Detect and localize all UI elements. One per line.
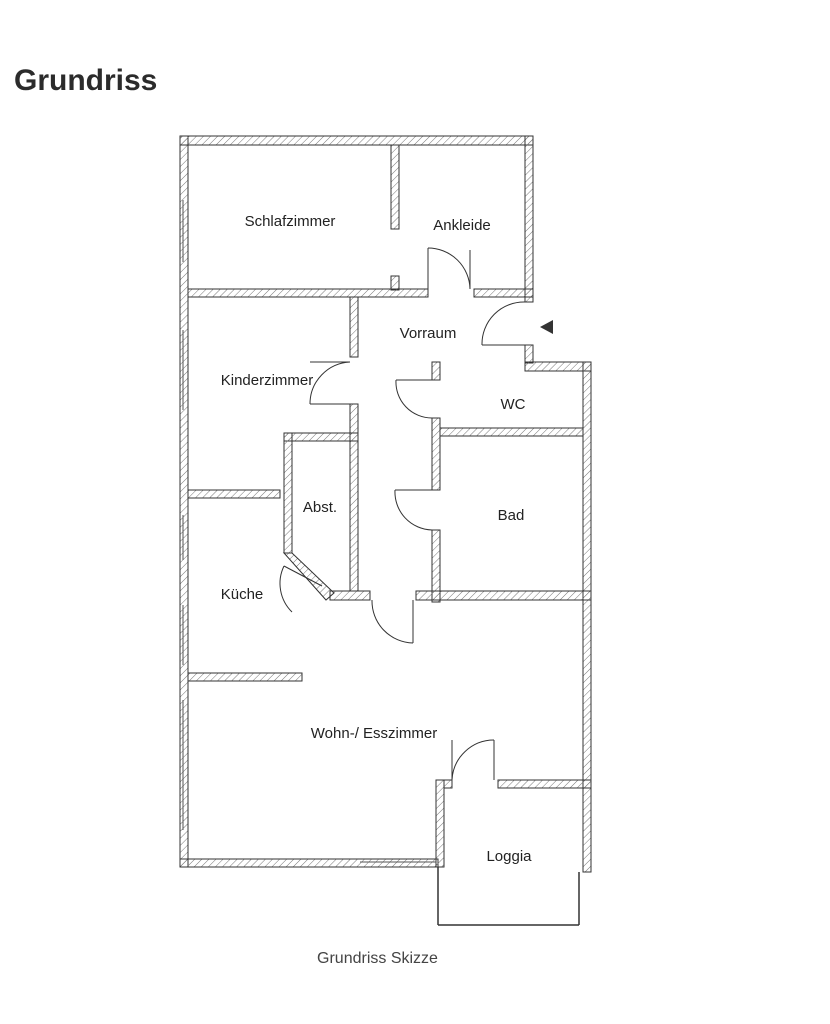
door-kueche bbox=[283, 565, 323, 587]
abst-diagonal-wall bbox=[282, 552, 335, 601]
room-label-abst: Abst. bbox=[303, 499, 337, 516]
room-label-kueche: Küche bbox=[221, 586, 264, 603]
walls bbox=[179, 135, 592, 873]
room-label-schlafzimmer: Schlafzimmer bbox=[245, 213, 336, 230]
entrance-arrow-icon bbox=[540, 320, 553, 334]
room-label-kinderzimmer: Kinderzimmer bbox=[221, 372, 314, 389]
caption: Grundriss Skizze bbox=[317, 950, 438, 967]
room-label-vorraum: Vorraum bbox=[400, 325, 457, 342]
room-label-wc: WC bbox=[501, 396, 526, 413]
room-label-loggia: Loggia bbox=[486, 848, 532, 865]
room-label-wohn: Wohn-/ Esszimmer bbox=[311, 725, 437, 742]
page-title: Grundriss bbox=[14, 64, 158, 97]
loggia-outline bbox=[437, 867, 580, 926]
room-label-bad: Bad bbox=[498, 507, 525, 524]
room-label-ankleide: Ankleide bbox=[433, 217, 491, 234]
doors bbox=[279, 247, 526, 781]
windows bbox=[182, 200, 436, 863]
